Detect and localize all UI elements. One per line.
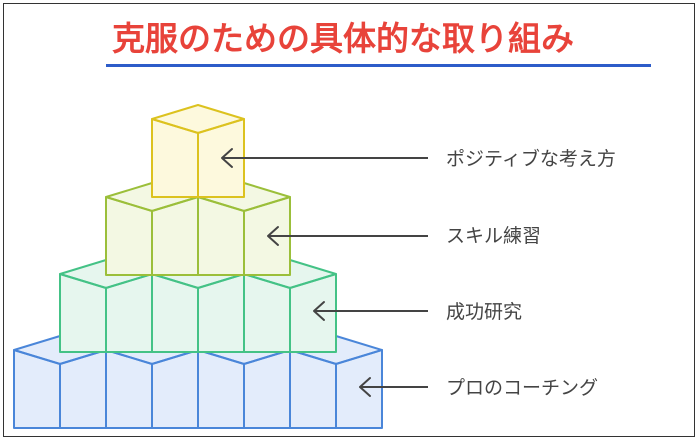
title-underline [106, 64, 651, 67]
label-pro-coaching: プロのコーチング [446, 377, 599, 399]
arrow-skill-practice [267, 226, 428, 246]
arrow-head [313, 301, 325, 321]
cube-skill-practice-1 [105, 182, 199, 276]
arrow-success-research [313, 301, 428, 321]
label-skill-practice: スキル練習 [446, 225, 542, 247]
arrow-group [221, 148, 428, 397]
arrow-head [221, 148, 233, 168]
arrow-head [267, 226, 279, 246]
label-positive-thinking: ポジティブな考え方 [446, 148, 616, 170]
arrow-positive-thinking [221, 148, 428, 168]
diagram-title: 克服のための具体的な取り組み [112, 19, 574, 58]
arrow-head [359, 377, 371, 397]
cube-pro-coaching-1 [13, 335, 107, 429]
label-success-research: 成功研究 [446, 301, 523, 323]
cube-stack [13, 104, 383, 429]
arrow-pro-coaching [359, 377, 428, 397]
